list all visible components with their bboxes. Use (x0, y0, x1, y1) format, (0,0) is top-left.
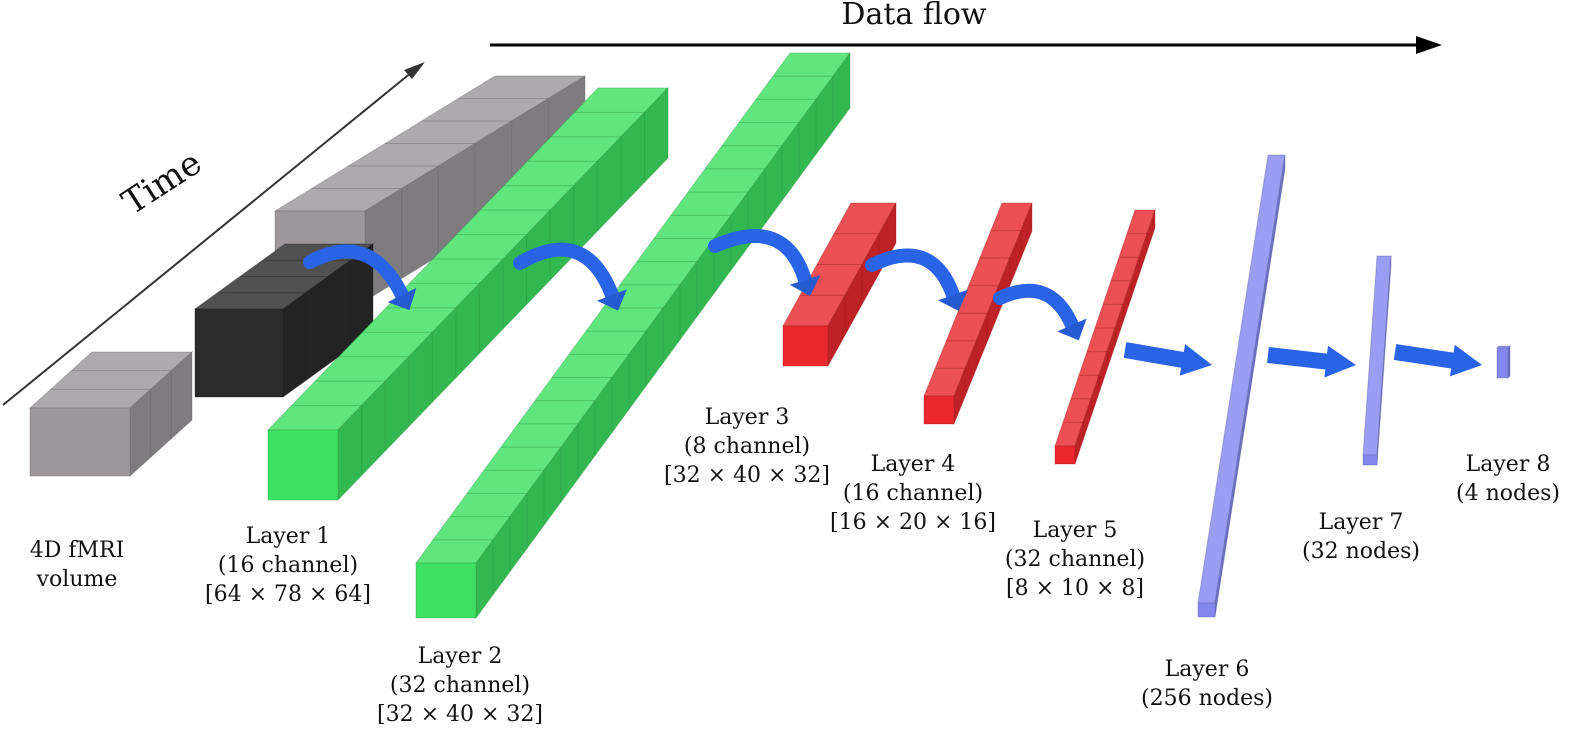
arrow-layer5-to-layer6 (1123, 342, 1212, 376)
arrow-layer2-to-layer3-head (789, 275, 821, 297)
layer-5-block-front (1054, 445, 1076, 465)
layer-1-block (266, 86, 670, 502)
arrow-layer1-to-layer2-shaft (513, 242, 619, 302)
layer-blocks (28, 51, 1512, 620)
input-volume-front (28, 350, 194, 478)
layer-2-label: Layer 2 (32 channel) [32 × 40 × 32] (377, 642, 543, 729)
arrow-layer1-to-layer2 (513, 242, 627, 311)
data-flow-title: Data flow (841, 0, 987, 32)
layer-4-block-front (923, 395, 955, 425)
arrow-input-to-layer1-head (387, 287, 417, 311)
arrow-layer4-to-layer5-head (1057, 318, 1087, 341)
layer-2-block-front (415, 562, 477, 619)
arrow-layer5-to-layer6-shape (1123, 342, 1212, 376)
layer-6-block-top (1197, 154, 1286, 604)
arrow-layer3-to-layer4 (865, 248, 969, 311)
layer-detail: (32 channel) (1004, 547, 1146, 572)
input-volume-front-front (29, 407, 131, 477)
layer-4-block (923, 202, 1033, 425)
layer-3-block-front (782, 325, 829, 367)
layer-name: Layer 1 (245, 524, 331, 549)
time-axis-head (404, 62, 425, 79)
layer-name: Layer 4 (870, 452, 956, 477)
layer-7-block (1362, 255, 1392, 466)
layer-7-block-top (1362, 255, 1392, 456)
input-label: 4D fMRI volume (30, 536, 125, 594)
layer-8-block-front (1496, 347, 1509, 379)
layer-7-block-front (1362, 454, 1378, 466)
layer-name: Layer 5 (1032, 518, 1118, 543)
data-flow-arrow-head (1416, 36, 1442, 54)
arrow-layer6-to-layer7-shape (1267, 345, 1356, 378)
layer-shape: [16 × 20 × 16] (830, 510, 996, 535)
layer-1-label: Layer 1 (16 channel) [64 × 78 × 64] (205, 522, 371, 609)
layer-5-label: Layer 5 (32 channel) [8 × 10 × 8] (1005, 516, 1145, 603)
arrow-layer7-to-layer8 (1393, 344, 1482, 377)
layer-8-label: Layer 8 (4 nodes) (1456, 450, 1560, 508)
layer-3-block (782, 202, 897, 367)
layer-7-label: Layer 7 (32 nodes) (1302, 508, 1420, 566)
arrow-layer1-to-layer2-head (597, 289, 627, 311)
layer-8-block (1495, 344, 1512, 380)
layer-2-block (415, 51, 851, 620)
arrow-layer2-to-layer3 (708, 229, 821, 297)
layer-1-block-front (267, 429, 339, 501)
flow-arrows (303, 229, 1482, 378)
layer-detail: (32 nodes) (1302, 539, 1420, 564)
layer-detail: (4 nodes) (1456, 481, 1560, 506)
input-volume-current (193, 243, 375, 398)
arrow-layer6-to-layer7 (1267, 345, 1356, 378)
layer-detail: (8 channel) (683, 434, 811, 459)
layer-6-block-front (1197, 602, 1216, 618)
arrow-layer3-to-layer4-head (937, 289, 969, 311)
layer-detail: (16 channel) (842, 481, 984, 506)
layer-name: Layer 8 (1465, 452, 1551, 477)
input-volume-current-front (194, 308, 284, 398)
layer-detail: (32 channel) (389, 673, 531, 698)
time-axis-line (2, 71, 413, 406)
arrow-layer4-to-layer5 (993, 283, 1087, 341)
layer-shape: [64 × 78 × 64] (205, 582, 371, 607)
arrow-input-to-layer1-shaft (303, 244, 409, 302)
layer-detail: (16 channel) (217, 553, 359, 578)
arrow-layer4-to-layer5-shaft (993, 283, 1079, 332)
input-label-line1: 4D fMRI (29, 538, 125, 563)
axes (2, 36, 1442, 406)
layer-4-label: Layer 4 (16 channel) [16 × 20 × 16] (830, 450, 996, 537)
arrow-layer2-to-layer3-shaft (708, 229, 812, 287)
layer-detail: (256 nodes) (1141, 686, 1273, 711)
arrow-input-to-layer1 (303, 244, 417, 311)
layer-shape: [8 × 10 × 8] (1006, 576, 1144, 601)
layer-name: Layer 3 (704, 405, 790, 430)
layer-name: Layer 7 (1318, 510, 1404, 535)
layer-6-block-side (1214, 154, 1286, 618)
layer-5-block (1054, 209, 1156, 465)
arrow-layer7-to-layer8-shape (1393, 344, 1482, 377)
layer-name: Layer 2 (417, 644, 503, 669)
layer-6-label: Layer 6 (256 nodes) (1141, 655, 1273, 713)
layer-6-block (1197, 154, 1286, 618)
arrow-layer3-to-layer4-shaft (865, 248, 960, 302)
layer-shape: [32 × 40 × 32] (664, 463, 830, 488)
input-label-line2: volume (36, 567, 118, 592)
layer-shape: [32 × 40 × 32] (377, 702, 543, 727)
layer-3-label: Layer 3 (8 channel) [32 × 40 × 32] (664, 403, 830, 490)
layer-name: Layer 6 (1164, 657, 1250, 682)
